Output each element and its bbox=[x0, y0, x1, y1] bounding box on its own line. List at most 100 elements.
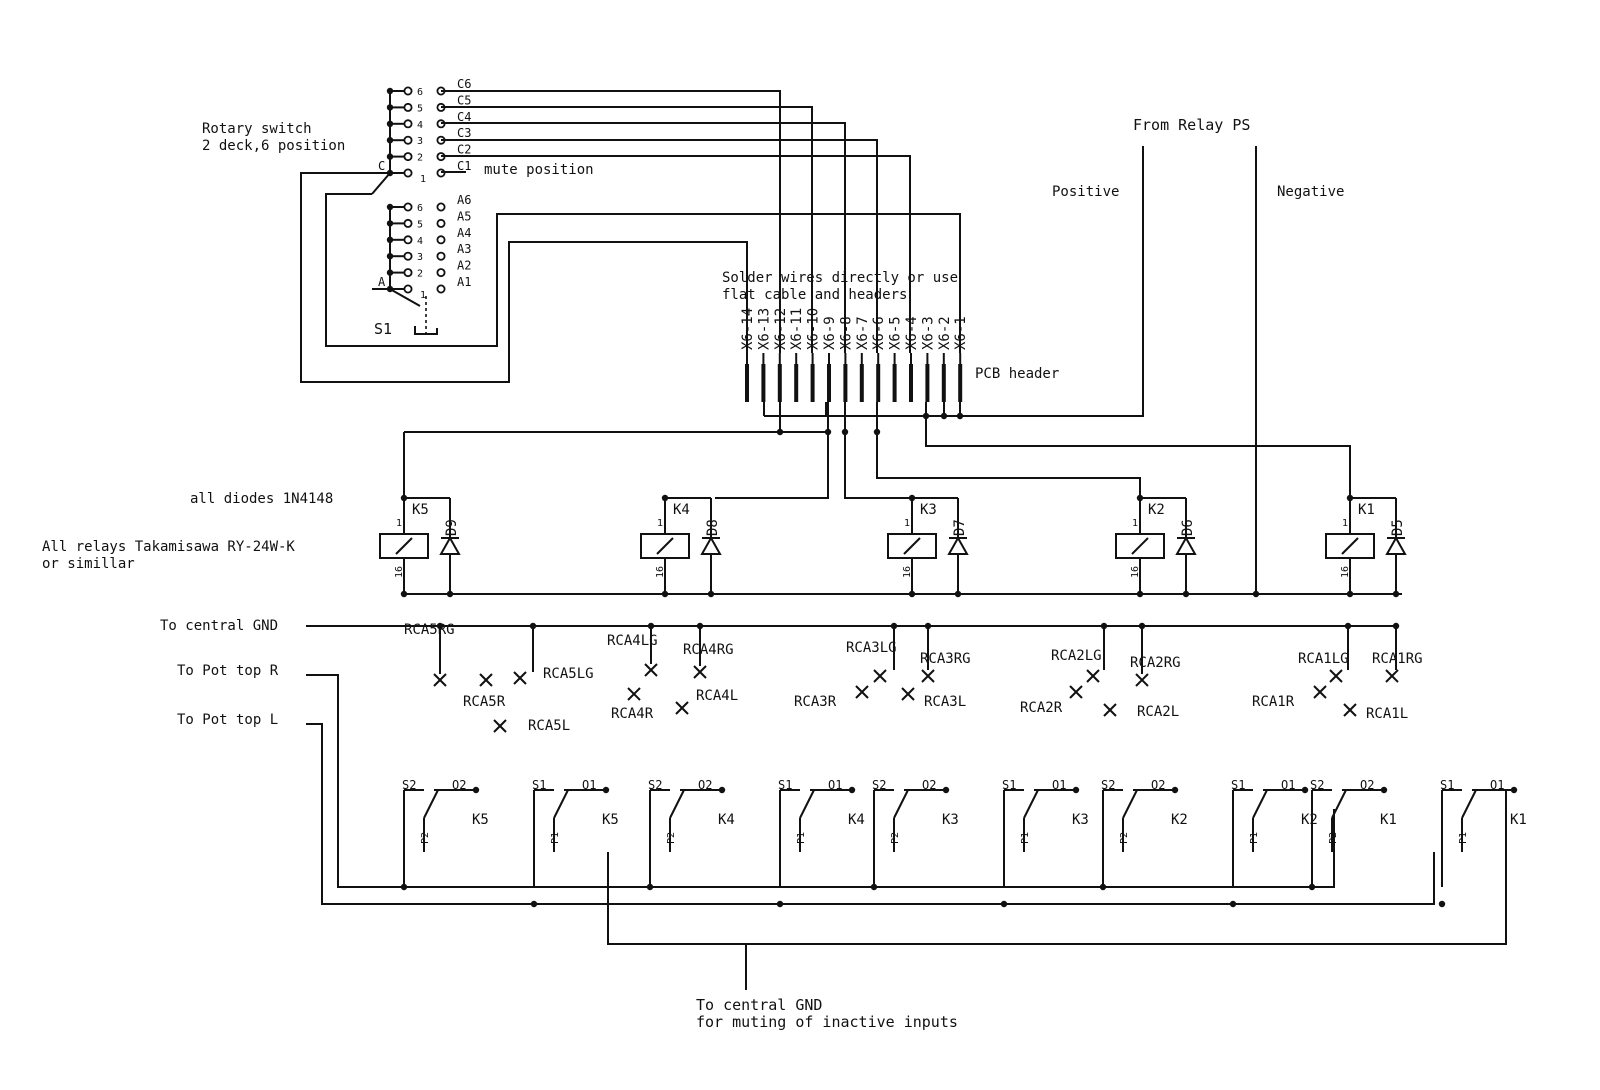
relay-coil-body bbox=[887, 533, 937, 559]
junction-dot bbox=[1171, 786, 1179, 794]
switch-contact bbox=[403, 86, 413, 96]
rca-input-label: RCA2LG bbox=[1051, 648, 1102, 664]
contact-pin-label: S2 bbox=[872, 778, 886, 792]
deck-c-wires bbox=[441, 90, 911, 353]
relay-contact-ref: K5 bbox=[472, 812, 489, 828]
relay-ref-label: K3 bbox=[920, 502, 937, 518]
switch-contact-label: A2 bbox=[457, 259, 471, 273]
header-pin-label: X6-11 bbox=[789, 308, 805, 350]
diode-ref-label: D5 bbox=[1390, 519, 1406, 536]
switch-contact bbox=[436, 235, 446, 245]
negative-label: Negative bbox=[1277, 184, 1344, 200]
rca-input-label: RCA4L bbox=[696, 688, 738, 704]
switch-contact-label: A3 bbox=[457, 242, 471, 256]
switch-contact bbox=[436, 202, 446, 212]
header-pin bbox=[810, 364, 815, 402]
switch-contact bbox=[436, 218, 446, 228]
junction-dot bbox=[1344, 622, 1352, 630]
header-pin bbox=[958, 364, 963, 402]
header-pin-label: X6-7 bbox=[855, 316, 871, 350]
bottom-gnd-line1: To central GND bbox=[696, 996, 822, 1014]
pot-r-label: To Pot top R bbox=[177, 663, 279, 679]
positive-label: Positive bbox=[1052, 184, 1119, 200]
contact-pin-label: P2 bbox=[420, 832, 431, 844]
relay-coil-body bbox=[1325, 533, 1375, 559]
coil-pin-label: 1 bbox=[1342, 518, 1348, 529]
junction-dot bbox=[1380, 786, 1388, 794]
switch-contact-label: A6 bbox=[457, 193, 471, 207]
header-pin-label: X6-10 bbox=[806, 308, 822, 350]
header-pin bbox=[761, 364, 766, 402]
header-pin bbox=[794, 364, 799, 402]
rca-terminal-mark bbox=[1329, 669, 1343, 683]
contact-pin-label: P2 bbox=[1328, 832, 1339, 844]
relays-note-line1: All relays Takamisawa RY-24W-K bbox=[42, 539, 295, 555]
contact-pin-label: O2 bbox=[1360, 778, 1374, 792]
diode-symbol bbox=[947, 535, 969, 555]
mute-position-label: mute position bbox=[484, 162, 594, 178]
switch-contact bbox=[436, 284, 446, 294]
relay-contact-ref: K1 bbox=[1510, 812, 1527, 828]
junction-dot bbox=[647, 622, 655, 630]
header-pin bbox=[876, 364, 881, 402]
switch-contact bbox=[403, 251, 413, 261]
rca-input-label: RCA4LG bbox=[607, 633, 658, 649]
junction-dot bbox=[530, 900, 538, 908]
contact-pin-label: S1 bbox=[1440, 778, 1454, 792]
switch-contact-label: C3 bbox=[457, 126, 471, 140]
relay-ref-label: K4 bbox=[673, 502, 690, 518]
junction-dot bbox=[386, 104, 394, 111]
header-note-line1: Solder wires directly or use bbox=[722, 270, 958, 286]
rca-terminal-mark bbox=[1313, 685, 1327, 699]
junction-dot bbox=[386, 137, 394, 144]
header-pin bbox=[859, 364, 864, 402]
header-pin-label: X6-13 bbox=[756, 308, 772, 350]
junction-dot bbox=[1510, 786, 1518, 794]
junction-dot bbox=[386, 120, 394, 128]
header-pin-label: X6-14 bbox=[740, 308, 756, 350]
header-pin bbox=[843, 364, 848, 402]
diode-ref-label: D7 bbox=[952, 519, 968, 536]
switch-position-label: 5 bbox=[417, 219, 423, 230]
rca-terminal-mark bbox=[513, 671, 527, 685]
contact-pin-label: O1 bbox=[582, 778, 596, 792]
junction-dot bbox=[776, 900, 784, 908]
rotary-switch-subtitle: 2 deck,6 position bbox=[202, 138, 345, 154]
relay-ref-label: K2 bbox=[1148, 502, 1165, 518]
switch-contact bbox=[403, 235, 413, 245]
deck-a-wires bbox=[300, 172, 961, 383]
coil-pin-label: 1 bbox=[904, 518, 910, 529]
rca-terminal-mark bbox=[1069, 685, 1083, 699]
junction-dot bbox=[529, 622, 537, 630]
contact-pin-label: P1 bbox=[1458, 832, 1469, 844]
junction-dot bbox=[1000, 900, 1008, 908]
contact-pin-label: S2 bbox=[1101, 778, 1115, 792]
diode-ref-label: D9 bbox=[444, 519, 460, 536]
diode-symbol bbox=[700, 535, 722, 555]
coil-pin-label: 1 bbox=[396, 518, 402, 529]
relay-ref-label: K5 bbox=[412, 502, 429, 518]
switch-contact bbox=[403, 102, 413, 112]
switch-position-label: 4 bbox=[417, 236, 423, 247]
junction-dot bbox=[1100, 622, 1108, 630]
header-pin-label: X6-2 bbox=[937, 316, 953, 350]
junction-dot bbox=[386, 153, 394, 160]
junction-dot bbox=[1438, 900, 1446, 908]
header-pin-label: X6-1 bbox=[953, 316, 969, 350]
contact-pin-label: O2 bbox=[1151, 778, 1165, 792]
junction-dot bbox=[386, 220, 394, 227]
switch-contact-label: C5 bbox=[457, 93, 471, 107]
diode-symbol bbox=[439, 535, 461, 555]
junction-dot bbox=[1229, 900, 1237, 908]
rca-terminal-mark bbox=[1086, 669, 1100, 683]
contact-pin-label: O1 bbox=[828, 778, 842, 792]
junction-dot bbox=[386, 236, 394, 243]
switch-contact-label: A4 bbox=[457, 226, 471, 240]
rca-terminal-mark bbox=[855, 685, 869, 699]
switch-position-label: 2 bbox=[417, 153, 423, 164]
coil-pin-label: 16 bbox=[1340, 566, 1351, 578]
